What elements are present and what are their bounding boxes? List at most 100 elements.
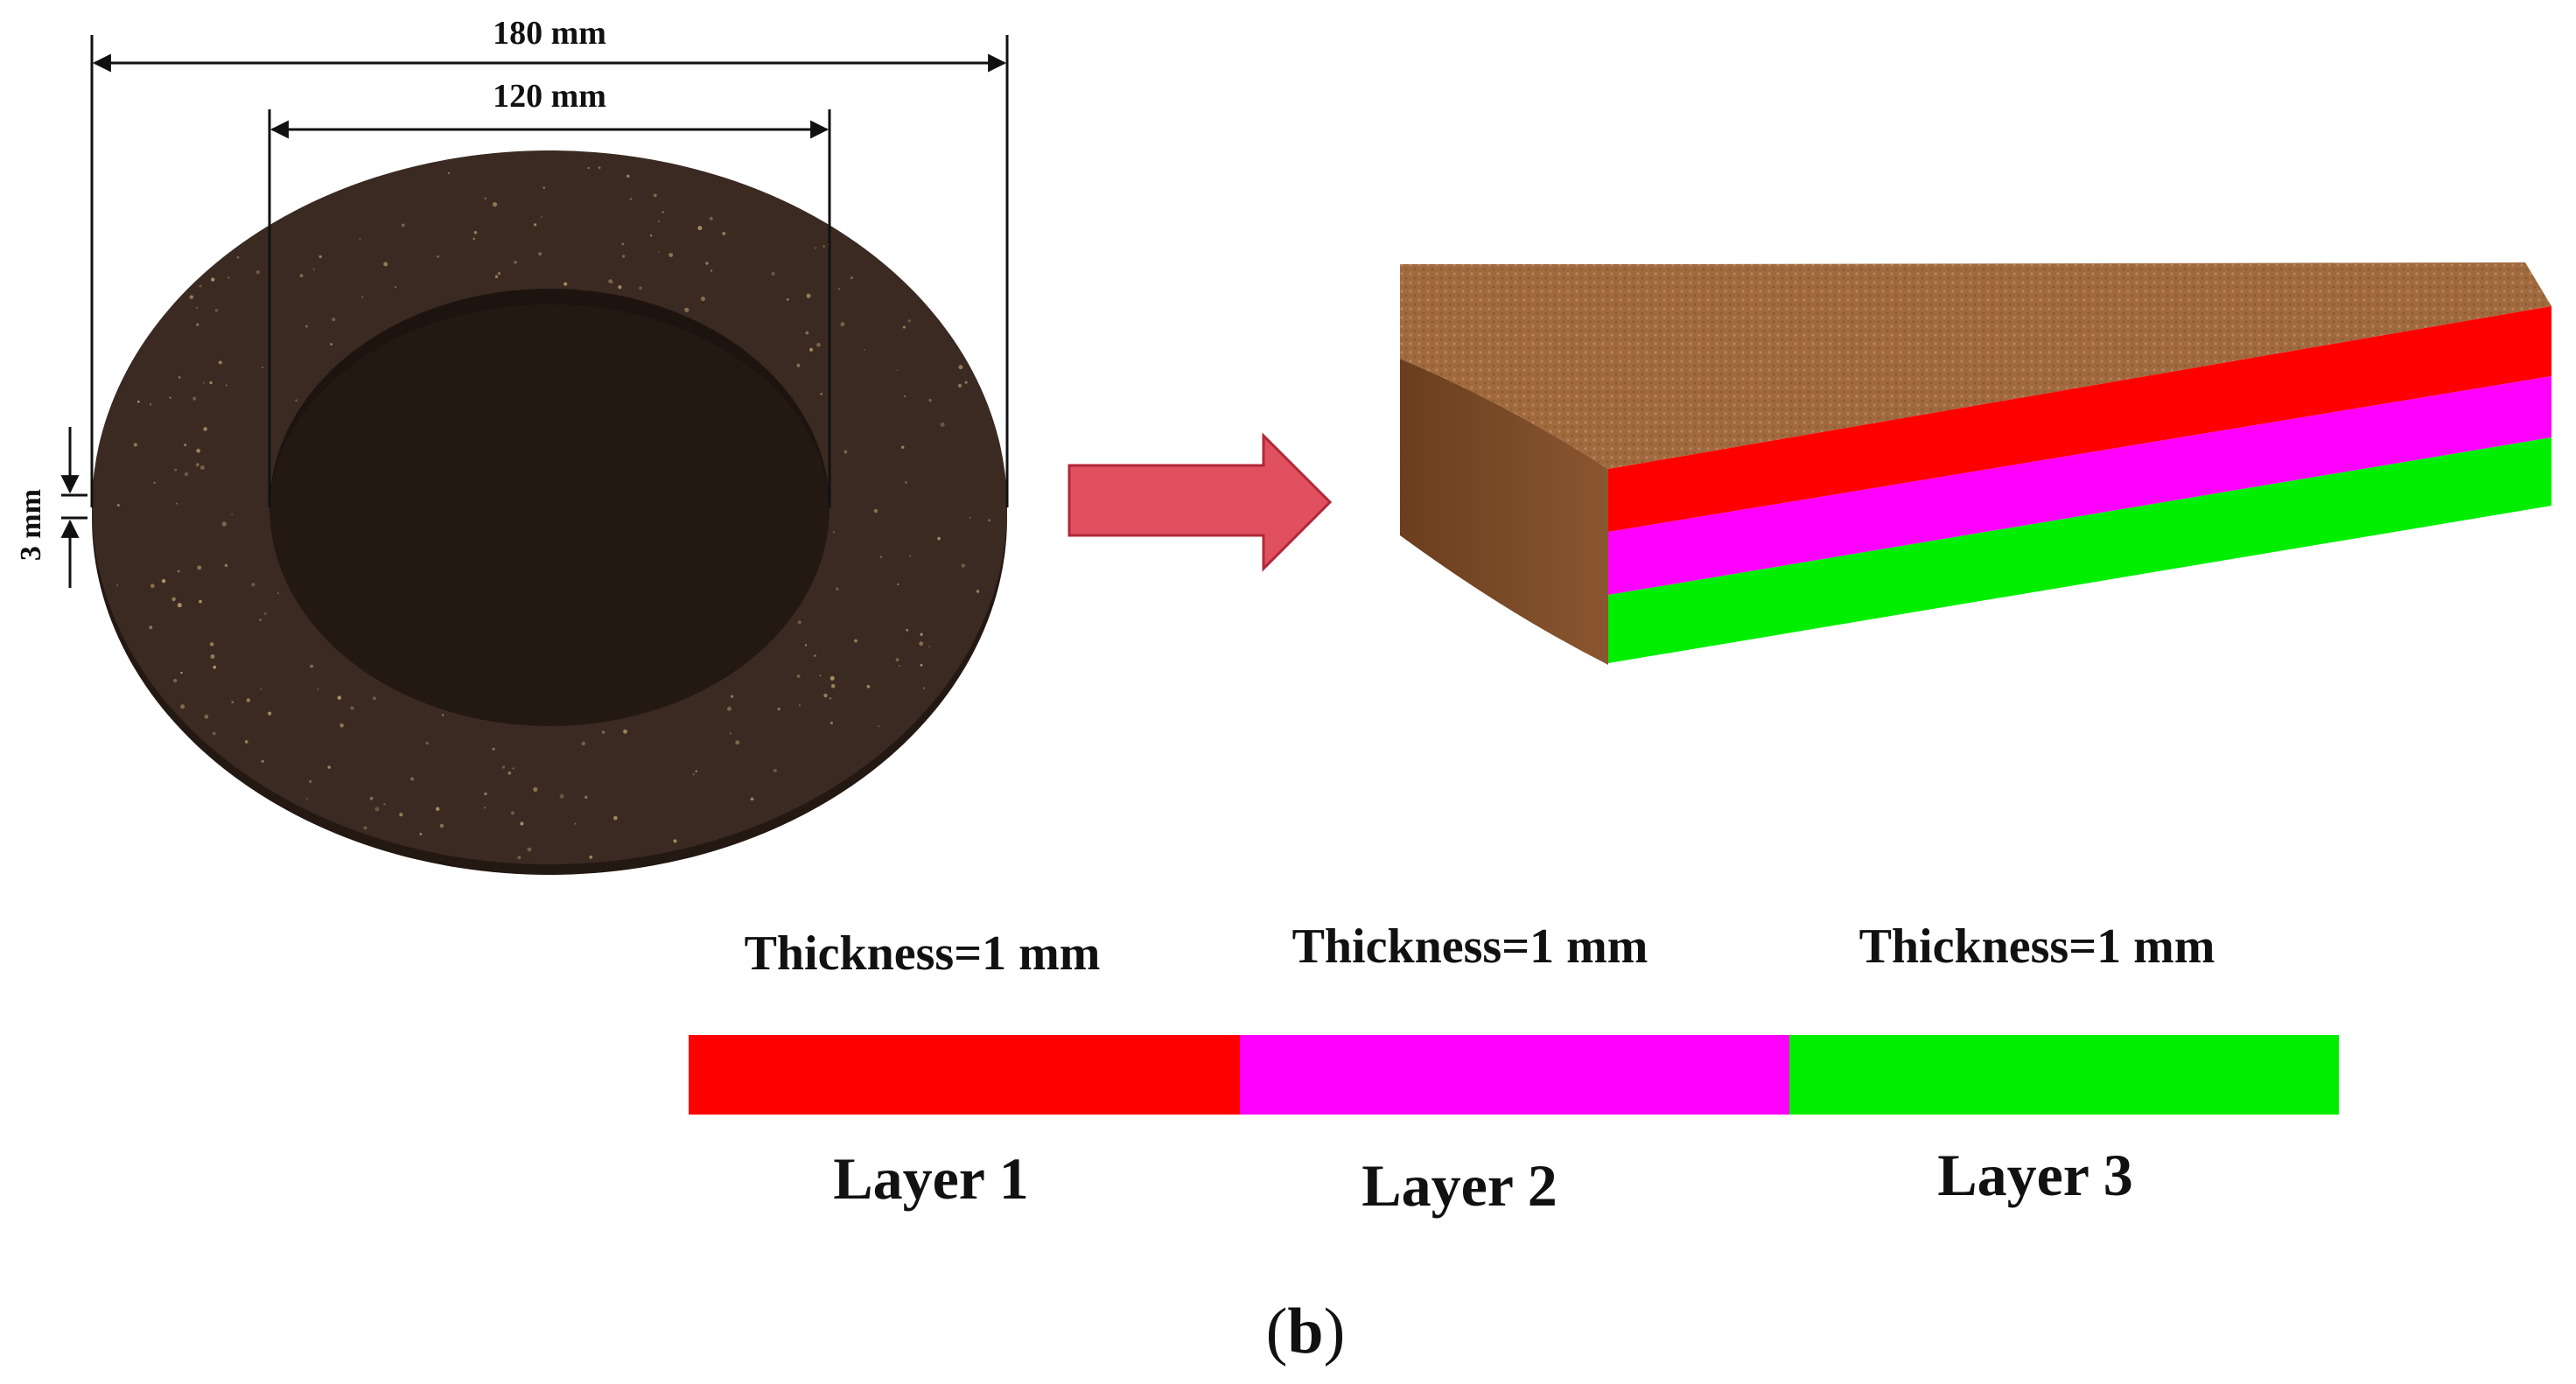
- disc-speck: [809, 347, 813, 352]
- disc-speck: [695, 770, 697, 772]
- disc-speck: [940, 422, 945, 427]
- disc-speck: [796, 674, 801, 678]
- disc-speck: [613, 815, 618, 821]
- disc-speck: [838, 288, 840, 290]
- disc-speck: [542, 186, 545, 189]
- disc-speck: [337, 695, 342, 700]
- disc-speck: [211, 277, 215, 282]
- disc-speck: [304, 325, 308, 328]
- disc-speck: [192, 396, 197, 401]
- disc-segment-section: [1400, 262, 2552, 665]
- disc-speck: [822, 245, 825, 248]
- disc-speck: [805, 331, 809, 335]
- disc-speck: [497, 271, 501, 276]
- layer-2-thickness: Thickness=1 mm: [1292, 919, 1648, 974]
- disc-speck: [976, 590, 980, 593]
- disc-speck: [873, 508, 878, 514]
- disc-speck: [905, 481, 907, 484]
- disc-speck: [922, 687, 926, 689]
- disc-speck: [116, 584, 119, 586]
- disc-speck: [312, 268, 315, 270]
- disc-speck: [277, 592, 279, 595]
- disc-speck: [174, 468, 178, 472]
- disc-speck: [218, 360, 222, 365]
- disc-speck: [700, 296, 706, 302]
- disc-speck: [928, 646, 930, 647]
- disc-speck: [153, 481, 156, 484]
- disc-speck: [727, 706, 732, 711]
- layer-3-bar: [1789, 1035, 2339, 1115]
- disc-speck: [410, 777, 415, 781]
- disc-speck: [823, 693, 828, 698]
- disc-speck: [178, 376, 181, 379]
- disc-speck: [906, 628, 909, 632]
- disc-speck: [149, 403, 152, 406]
- disc-speck: [251, 583, 256, 587]
- disc-speck: [221, 521, 227, 527]
- disc-speck: [502, 765, 506, 769]
- disc-speck: [169, 396, 172, 399]
- disc-speck: [136, 400, 140, 403]
- disc-speck: [904, 395, 906, 398]
- disc-speck: [626, 174, 630, 178]
- disc-speck: [204, 714, 209, 719]
- disc-speck: [909, 555, 912, 557]
- disc-speck: [574, 822, 577, 825]
- disc-speck: [919, 641, 924, 647]
- disc-speck: [830, 683, 836, 689]
- disc-speck: [895, 658, 900, 661]
- disc-speck: [231, 701, 234, 703]
- disc-speck: [196, 306, 199, 309]
- disc-speck: [658, 251, 660, 254]
- disc-speck: [161, 578, 166, 584]
- disc-speck: [830, 675, 835, 681]
- disc-speck: [850, 276, 853, 279]
- disc-speck: [797, 620, 802, 625]
- disc-speck: [189, 295, 193, 299]
- disc-speck: [854, 639, 858, 643]
- disc-speck: [361, 296, 364, 298]
- disc-speck: [658, 220, 661, 223]
- layer-1-thickness: Thickness=1 mm: [745, 926, 1101, 981]
- layer-1-bar: [689, 1035, 1240, 1115]
- disc-speck: [369, 796, 374, 800]
- disc-speck: [832, 531, 835, 534]
- disc-speck: [484, 792, 487, 796]
- disc-speck: [508, 771, 512, 775]
- segment-top-surface: [1400, 262, 2552, 469]
- disc-speck: [419, 832, 423, 835]
- disc-speck: [896, 369, 899, 372]
- disc-speck: [899, 665, 900, 667]
- disc-speck: [184, 472, 189, 477]
- disc-speck: [306, 798, 308, 800]
- disc-speck: [184, 444, 187, 446]
- thickness-dimension: [60, 427, 88, 588]
- disc-speck: [350, 706, 354, 710]
- disc-speck: [907, 319, 911, 323]
- disc-speck: [958, 365, 963, 370]
- disc-speck: [260, 688, 262, 690]
- disc-speck: [814, 654, 816, 657]
- disc-speck: [710, 269, 713, 272]
- disc-speck: [231, 514, 233, 515]
- disc-speck: [330, 343, 332, 346]
- disc-speck: [623, 729, 627, 734]
- disc-speck: [559, 793, 564, 799]
- disc-speck: [608, 279, 612, 283]
- outer-diameter-dimension: [90, 35, 1009, 507]
- disc-speck: [729, 732, 732, 735]
- disc-speck: [196, 463, 200, 466]
- layer-1-label: Layer 1: [833, 1145, 1029, 1212]
- disc-speck: [722, 231, 726, 236]
- disc-speck: [589, 855, 593, 859]
- disc-speck: [814, 247, 817, 249]
- disc-speck: [541, 216, 542, 218]
- disc-speck: [212, 731, 216, 736]
- disc-face: [92, 150, 1007, 864]
- disc-speck: [662, 211, 665, 213]
- disc-speck: [920, 633, 923, 636]
- disc-speck: [629, 198, 633, 200]
- thickness-label: 3 mm: [15, 489, 47, 561]
- disc-speck: [359, 237, 361, 240]
